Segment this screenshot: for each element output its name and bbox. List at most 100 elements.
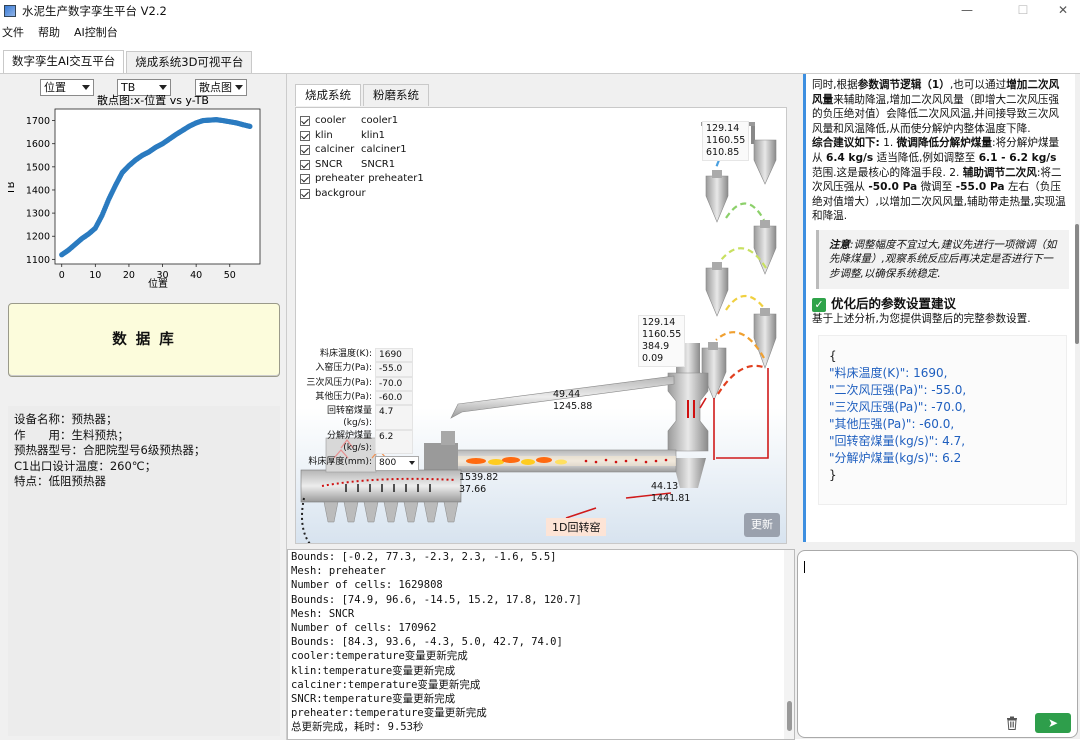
layer-name: preheater <box>315 173 365 184</box>
text: :将二次风压强从 <box>812 166 1062 194</box>
console-output: Bounds: [-0.2, 77.3, -2.3, 2.3, -1.6, 5.… <box>287 549 795 740</box>
plot-type-select-value: 散点图 <box>199 81 232 94</box>
x-tick-label: 0 <box>59 270 65 281</box>
text-bold: -50.0 Pa <box>868 181 918 194</box>
tab-3d-platform[interactable]: 烧成系统3D可视平台 <box>126 51 253 74</box>
scrollbar-thumb[interactable] <box>787 701 792 731</box>
layer-value: klin1 <box>361 129 386 141</box>
layer-background[interactable]: backgrour <box>300 187 424 202</box>
tab-grinding-system[interactable]: 粉磨系统 <box>363 84 429 106</box>
readout-value: 44.13 <box>651 481 679 492</box>
kiln-inlet-readout: 1539.82 37.66 <box>456 471 501 497</box>
text-bold: 综合建议如下: <box>812 137 880 150</box>
kiln-label: 1D回转窑 <box>546 518 607 536</box>
menu-ai-console[interactable]: AI控制台 <box>74 26 118 39</box>
text: ,也可以通过 <box>949 79 1007 91</box>
code-line: "分解炉煤量(kg/s)": 6.2 <box>829 450 962 465</box>
param-input-tertiary-pressure[interactable]: -70.0 <box>375 376 413 391</box>
checkbox-checked-icon[interactable] <box>300 188 310 199</box>
code-line: "其他压强(Pa)": -60.0, <box>829 416 955 431</box>
y-tick-label: 1200 <box>26 232 50 243</box>
x-tick-label: 50 <box>224 270 236 281</box>
checkbox-checked-icon[interactable] <box>300 145 310 156</box>
layer-value: SNCR1 <box>361 158 396 170</box>
x-tick-label: 20 <box>123 270 135 281</box>
menu-help[interactable]: 帮助 <box>38 26 60 39</box>
console-line: klin:temperature变量更新完成 <box>291 664 456 677</box>
layer-sncr[interactable]: SNCR SNCR1 <box>300 158 424 173</box>
y-axis-label: TB <box>8 181 17 195</box>
code-line: "三次风压强(Pa)": -70.0, <box>829 399 967 414</box>
check-icon: ✓ <box>812 297 826 312</box>
send-icon: ➤ <box>1047 716 1059 730</box>
console-scrollbar[interactable] <box>784 550 794 739</box>
param-input-other-pressure[interactable]: -60.0 <box>375 390 413 406</box>
param-input-kiln-coal[interactable]: 4.7 <box>375 405 413 430</box>
text: 1. <box>879 137 897 150</box>
readout-value: 1160.55 <box>706 135 746 146</box>
menu-file[interactable]: 文件 <box>2 26 24 39</box>
param-input-kiln-pressure[interactable]: -55.0 <box>375 362 413 377</box>
param-select-bed-thickness[interactable]: 800 <box>375 456 419 471</box>
checkbox-checked-icon[interactable] <box>300 116 310 127</box>
maximize-button[interactable]: ☐ <box>1017 3 1029 17</box>
plot-area <box>54 108 261 265</box>
scene-panel: 烧成系统 粉磨系统 <box>287 74 795 547</box>
readout-value: 610.85 <box>706 147 740 158</box>
chevron-down-icon <box>82 85 90 90</box>
advice-scrollbar[interactable] <box>1074 74 1080 544</box>
text-bold: 参数调节逻辑（1） <box>857 79 950 91</box>
console-line: Bounds: [84.3, 93.6, -4.3, 5.0, 42.7, 74… <box>291 636 563 649</box>
checkbox-checked-icon[interactable] <box>300 159 310 170</box>
material-flow-lines <box>565 368 769 519</box>
cooler <box>300 431 462 543</box>
scrollbar-thumb[interactable] <box>1075 224 1079 344</box>
tab-firing-system[interactable]: 烧成系统 <box>295 84 361 106</box>
text-bold: 6.1 - 6.2 kg/s <box>978 151 1057 164</box>
param-input-bed-temp[interactable]: 1690 <box>375 348 413 363</box>
y-tick-label: 1300 <box>26 209 50 220</box>
rotary-kiln <box>455 449 677 473</box>
layer-value: preheater1 <box>368 173 424 184</box>
chat-input[interactable]: ➤ <box>797 550 1078 738</box>
readout-value: 1539.82 <box>459 472 499 483</box>
minimize-button[interactable]: — <box>961 3 973 17</box>
calciner-readout: 129.14 1160.55 384.9 0.09 <box>638 315 686 367</box>
info-line-temp: C1出口设计温度：260℃； <box>14 458 157 473</box>
readout-value: 129.14 <box>642 317 676 328</box>
bed-thickness-value: 800 <box>379 458 397 469</box>
x-axis-select[interactable]: 位置 <box>40 79 94 96</box>
readout-value: 49.44 <box>553 389 581 400</box>
main-tabs: 数字孪生AI交互平台 烧成系统3D可视平台 <box>0 50 254 74</box>
send-button[interactable]: ➤ <box>1035 713 1071 733</box>
readout-value: 129.14 <box>706 123 740 134</box>
code-brace: { <box>829 348 837 363</box>
info-line-name: 设备名称：预热器； <box>14 412 118 426</box>
update-button[interactable]: 更新 <box>744 513 780 537</box>
trash-icon[interactable] <box>1006 716 1018 730</box>
y-axis-select[interactable]: TB <box>117 79 171 96</box>
plot-type-select[interactable]: 散点图 <box>195 79 247 96</box>
close-button[interactable]: ✕ <box>1057 3 1069 17</box>
console-line: Mesh: preheater <box>291 565 386 578</box>
checkbox-checked-icon[interactable] <box>300 130 310 141</box>
info-line-function: 作 用：生料预热； <box>14 427 129 442</box>
scatter-point <box>247 123 253 129</box>
layer-name: SNCR <box>315 158 343 170</box>
console-line: Bounds: [74.9, 96.6, -14.5, 15.2, 17.8, … <box>291 593 582 606</box>
x-axis-label: 位置 <box>148 277 168 290</box>
advice-note: 注意:调整幅度不宜过大,建议先进行一项微调（如先降煤量）,观察系统反应后再决定是… <box>816 229 1069 290</box>
y-tick-label: 1100 <box>26 255 50 266</box>
checkbox-checked-icon[interactable] <box>300 174 310 185</box>
readout-value: 1160.55 <box>642 329 682 340</box>
database-button[interactable]: 数 据 库 <box>8 303 280 377</box>
y-tick-label: 1400 <box>26 185 50 196</box>
param-input-calciner-coal[interactable]: 6.2 <box>375 429 413 455</box>
tab-ai-platform[interactable]: 数字孪生AI交互平台 <box>3 50 125 74</box>
